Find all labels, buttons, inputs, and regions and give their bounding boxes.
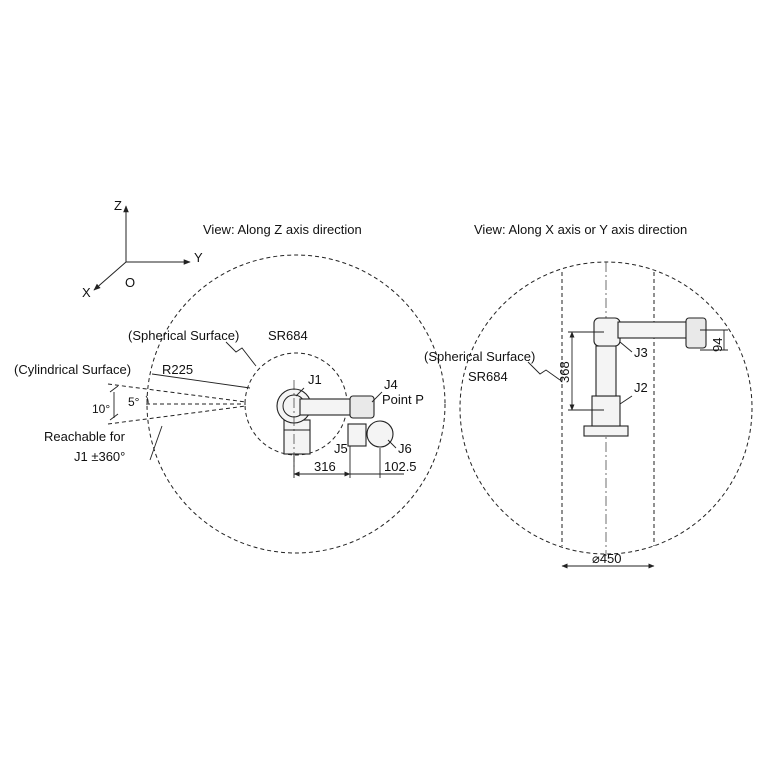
cylindrical-leader [151, 373, 251, 389]
reachable-label-line1: Reachable for [44, 429, 126, 444]
right-spherical-label: (Spherical Surface) [424, 349, 535, 364]
j2-label: J2 [634, 380, 648, 395]
j1-leader [295, 387, 305, 397]
angle-5-arc [145, 395, 149, 405]
left-r-label: R225 [162, 362, 193, 377]
side-j2-joint [591, 395, 621, 427]
robot-side-view [583, 317, 707, 437]
side-wrist [685, 317, 707, 349]
j1-label: J1 [308, 372, 322, 387]
z-axis-label: Z [114, 198, 122, 213]
coordinate-axes: Z Y X O [82, 198, 203, 300]
reachable-label-line2: J1 ±360° [74, 449, 125, 464]
left-view-title: View: Along Z axis direction [203, 222, 362, 237]
j5-joint [347, 423, 367, 447]
j3-leader [619, 341, 633, 353]
wedge-lower-line [107, 405, 247, 425]
left-spherical-label: (Spherical Surface) [128, 328, 239, 343]
robot-top-view [276, 380, 394, 470]
side-forearm [617, 321, 689, 339]
angle-10-tick-bottom [109, 413, 119, 421]
wedge-upper-line [107, 383, 247, 403]
right-view: View: Along X axis or Y axis direction J… [424, 222, 753, 569]
j4-label: J4 [384, 377, 398, 392]
upper-arm-link [299, 398, 353, 416]
reachable-leader [149, 425, 163, 461]
j6-leader [387, 439, 397, 449]
j4-leader [371, 391, 383, 403]
j6-joint [366, 420, 394, 448]
side-base-flange [583, 425, 629, 437]
y-axis-label: Y [194, 250, 203, 265]
dim-94-label: 94 [710, 338, 725, 352]
j3-label: J3 [634, 345, 648, 360]
right-spherical-leader [527, 361, 561, 381]
angle-5-label: 5° [128, 395, 140, 409]
dim-368-label: 368 [557, 361, 572, 383]
left-sr-label: SR684 [268, 328, 308, 343]
right-sr-label: SR684 [468, 369, 508, 384]
x-axis-arrow [93, 261, 127, 291]
dim-102-label: 102.5 [384, 459, 417, 474]
left-view: View: Along Z axis direction (Spherical … [14, 222, 446, 554]
angle-10-label: 10° [92, 402, 110, 416]
j4-joint [349, 395, 375, 419]
j5-label: J5 [334, 441, 348, 456]
j2-leader [619, 395, 633, 405]
origin-label: O [125, 275, 135, 290]
x-axis-label: X [82, 285, 91, 300]
base-body [283, 419, 311, 455]
spherical-envelope-circle [146, 254, 446, 554]
point-p-label: Point P [382, 392, 424, 407]
right-view-title: View: Along X axis or Y axis direction [474, 222, 687, 237]
j6-label: J6 [398, 441, 412, 456]
dim-316-label: 316 [314, 459, 336, 474]
side-lower-arm [595, 345, 617, 397]
left-cylindrical-label: (Cylindrical Surface) [14, 362, 131, 377]
angle-10-tick-top [109, 385, 119, 393]
spherical-leader [225, 341, 257, 367]
dim-450-label: ⌀450 [592, 551, 622, 566]
